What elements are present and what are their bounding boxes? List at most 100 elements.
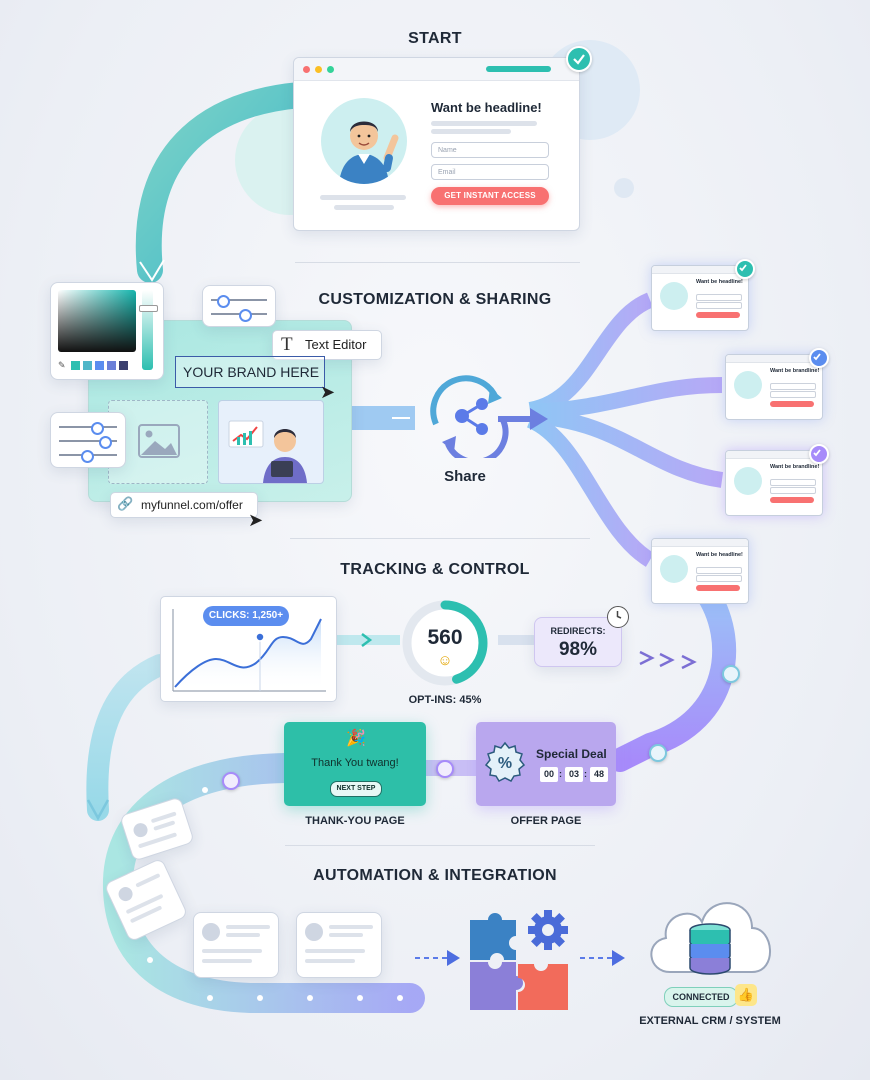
optin-count: 560 [427,626,463,649]
lead-card[interactable] [296,912,382,978]
variant-headline: Want be headline! [696,552,743,558]
section-divider [290,538,590,539]
redirects-value: 98% [558,639,598,660]
timer-separator: : [559,769,562,779]
timer-minutes: 03 [565,767,583,782]
text-placeholder-line [431,129,511,134]
cloud-database-icon [640,880,780,980]
color-swatch[interactable] [119,361,128,370]
share-branch-2 [529,377,723,420]
variant-headline: Want be headline! [696,279,743,285]
browser-bar [294,58,579,81]
external-crm-caption: EXTERNAL CRM / SYSTEM [639,1015,781,1027]
optin-gauge: 560 ☺ [400,598,490,688]
text-placeholder-line [431,121,537,126]
user-icon [722,665,740,683]
slider-handle[interactable] [91,422,104,435]
cursor-icon: ➤ [248,510,264,530]
window-close-dot [303,66,310,73]
layout-settings-panel[interactable] [50,412,126,468]
share-branch-3 [529,408,724,488]
clicks-tooltip: CLICKS: 1,250+ [203,606,289,626]
decor-dot [614,178,634,198]
variants-to-offer-arrow [608,578,737,772]
section-title-start: START [408,30,462,47]
puzzle-integration-icon [464,906,576,1014]
text-placeholder-line [334,205,394,210]
timer-hours: 00 [540,767,558,782]
funnel-url-bar[interactable]: 🔗 myfunnel.com/offer [110,492,258,518]
brand-text: YOUR BRAND HERE [183,364,320,380]
thank-you-page-card[interactable]: 🎉 Thank You twang! NEXT STEP [284,722,426,806]
brand-text-box[interactable]: YOUR BRAND HERE [175,356,325,388]
timer-separator: : [584,769,587,779]
user-icon [222,772,240,790]
link-icon: 🔗 [117,496,134,511]
variant-page-3[interactable]: Want be brandline! [725,450,823,516]
optin-label: OPT-INS: 45% [408,694,482,706]
discount-badge-icon: % [484,741,526,783]
connected-status-badge: CONNECTED [664,987,738,1007]
offer-page-card[interactable]: % Special Deal 00 : 03 : 48 [476,722,616,806]
slider-handle[interactable] [81,450,94,463]
clicks-line-chart [172,609,326,692]
variant-page-1[interactable]: Want be headline! [651,265,749,331]
color-gradient-area[interactable] [58,290,136,352]
color-swatch[interactable] [71,361,80,370]
clock-icon [607,606,629,628]
user-icon [436,760,454,778]
redirects-label: REDIRECTS: [550,626,606,636]
thank-you-caption: THANK-YOU PAGE [305,815,405,827]
hue-slider[interactable] [142,290,153,370]
color-swatch[interactable] [83,361,92,370]
section-title-automation: AUTOMATION & INTEGRATION [313,867,557,884]
color-swatch[interactable] [95,361,104,370]
variant-headline: Want be brandline! [770,368,820,374]
progress-bar [486,66,551,72]
thumbs-up-icon: 👍 [735,984,757,1006]
get-instant-access-button[interactable]: GET INSTANT ACCESS [431,187,549,205]
share-label: Share [444,468,486,485]
slider-handle[interactable] [239,309,252,322]
svg-text:%: % [498,755,512,772]
window-minimize-dot [315,66,322,73]
landing-page-card: Want be headline! Name Email GET INSTANT… [293,57,580,231]
check-icon [809,444,829,464]
user-icon [649,744,667,762]
tracking-to-automation-arrow [86,654,171,821]
text-editor-button[interactable]: T Text Editor [272,330,382,360]
window-maximize-dot [327,66,334,73]
section-divider [295,262,580,263]
name-input[interactable]: Name [431,142,549,158]
text-icon: T [281,334,293,355]
share-forward-arrow-icon [498,408,548,430]
color-picker-panel[interactable]: ✎ [50,282,164,380]
check-icon [735,259,755,279]
section-title-tracking: TRACKING & CONTROL [340,561,530,578]
landing-headline: Want be headline! [431,100,542,115]
redirects-card: REDIRECTS: 98% [534,617,622,667]
check-icon [809,348,829,368]
email-input[interactable]: Email [431,164,549,180]
lead-card[interactable] [193,912,279,978]
eyedropper-icon[interactable]: ✎ [58,360,66,370]
slider-settings-panel[interactable] [202,285,276,327]
text-placeholder-line [320,195,406,200]
color-swatch[interactable] [107,361,116,370]
next-step-button[interactable]: NEXT STEP [330,781,382,797]
slider-handle[interactable] [99,436,112,449]
check-icon [566,46,592,72]
cursor-icon: ➤ [320,382,336,402]
start-to-editor-arrow [135,82,313,283]
party-popper-icon: 🎉 [346,730,366,747]
slider-handle[interactable] [217,295,230,308]
variant-page-2[interactable]: Want be brandline! [725,354,823,420]
funnel-url: myfunnel.com/offer [141,498,243,512]
variant-page-4[interactable]: Want be headline! [651,538,749,604]
section-title-customization: CUSTOMIZATION & SHARING [318,291,552,308]
image-icon [138,424,180,458]
thank-you-title: Thank You twang! [311,757,399,769]
hue-slider-handle[interactable] [139,305,158,312]
